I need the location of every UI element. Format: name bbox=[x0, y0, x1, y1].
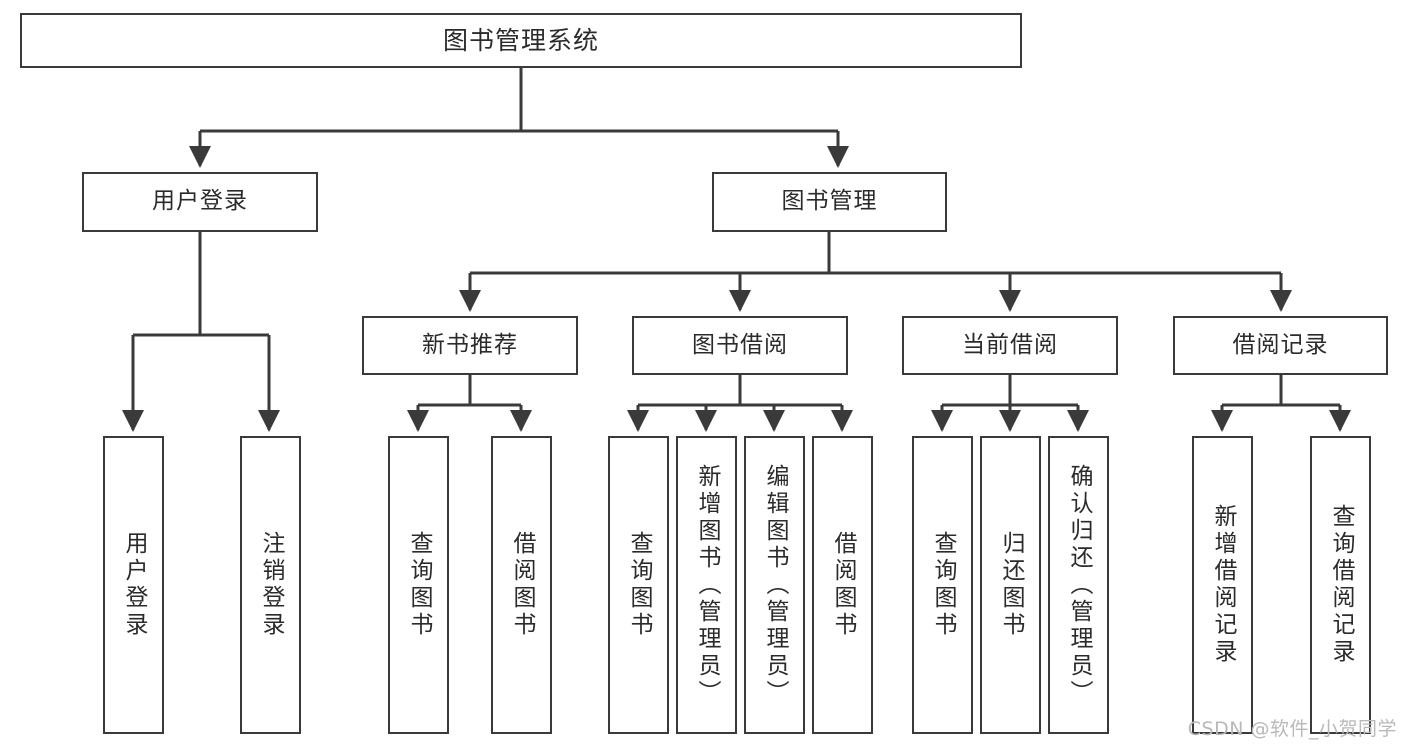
node-leaf-borrow-book-1[interactable]: 借阅图书 bbox=[491, 436, 552, 734]
node-label: 新增图书（管理员） bbox=[694, 463, 720, 707]
node-book-borrow[interactable]: 图书借阅 bbox=[632, 316, 848, 375]
node-book-management[interactable]: 图书管理 bbox=[712, 172, 947, 232]
node-leaf-borrow-book-2[interactable]: 借阅图书 bbox=[812, 436, 873, 734]
node-label: 编辑图书（管理员） bbox=[762, 463, 788, 707]
node-label: 确认归还（管理员） bbox=[1066, 463, 1092, 707]
node-label: 注销登录 bbox=[258, 531, 284, 639]
node-new-book-recommend[interactable]: 新书推荐 bbox=[362, 316, 578, 375]
node-label: 查询借阅记录 bbox=[1328, 504, 1354, 666]
csdn-watermark: CSDN @软件_小贺同学 bbox=[1187, 718, 1397, 740]
node-label: 借阅图书 bbox=[830, 531, 856, 639]
node-label: 用户登录 bbox=[121, 531, 147, 639]
node-label: 借阅图书 bbox=[509, 531, 535, 639]
node-label: 新增借阅记录 bbox=[1210, 504, 1236, 666]
node-leaf-query-record[interactable]: 查询借阅记录 bbox=[1310, 436, 1371, 734]
node-leaf-logout[interactable]: 注销登录 bbox=[240, 436, 301, 734]
node-label: 归还图书 bbox=[998, 531, 1024, 639]
node-label: 用户登录 bbox=[152, 188, 248, 215]
node-label: 查询图书 bbox=[930, 531, 956, 639]
node-leaf-add-record[interactable]: 新增借阅记录 bbox=[1192, 436, 1253, 734]
node-label: 借阅记录 bbox=[1232, 331, 1329, 358]
node-borrow-record[interactable]: 借阅记录 bbox=[1173, 316, 1388, 375]
node-leaf-add-book[interactable]: 新增图书（管理员） bbox=[676, 436, 737, 734]
node-leaf-query-book-2[interactable]: 查询图书 bbox=[608, 436, 669, 734]
node-leaf-confirm-return[interactable]: 确认归还（管理员） bbox=[1048, 436, 1109, 734]
node-leaf-query-book-1[interactable]: 查询图书 bbox=[388, 436, 449, 734]
node-user-login[interactable]: 用户登录 bbox=[82, 172, 318, 232]
node-leaf-query-book-3[interactable]: 查询图书 bbox=[912, 436, 973, 734]
node-label: 图书借阅 bbox=[692, 331, 788, 358]
node-label: 图书管理 bbox=[781, 188, 878, 215]
node-label: 图书管理系统 bbox=[442, 25, 599, 55]
node-root-book-management-system[interactable]: 图书管理系统 bbox=[20, 13, 1022, 68]
node-current-borrow[interactable]: 当前借阅 bbox=[902, 316, 1118, 375]
node-leaf-return-book[interactable]: 归还图书 bbox=[980, 436, 1041, 734]
node-label: 查询图书 bbox=[406, 531, 432, 639]
node-leaf-edit-book[interactable]: 编辑图书（管理员） bbox=[744, 436, 805, 734]
node-label: 查询图书 bbox=[626, 531, 652, 639]
node-label: 新书推荐 bbox=[422, 331, 518, 358]
node-leaf-user-login[interactable]: 用户登录 bbox=[103, 436, 164, 734]
node-label: 当前借阅 bbox=[962, 331, 1058, 358]
